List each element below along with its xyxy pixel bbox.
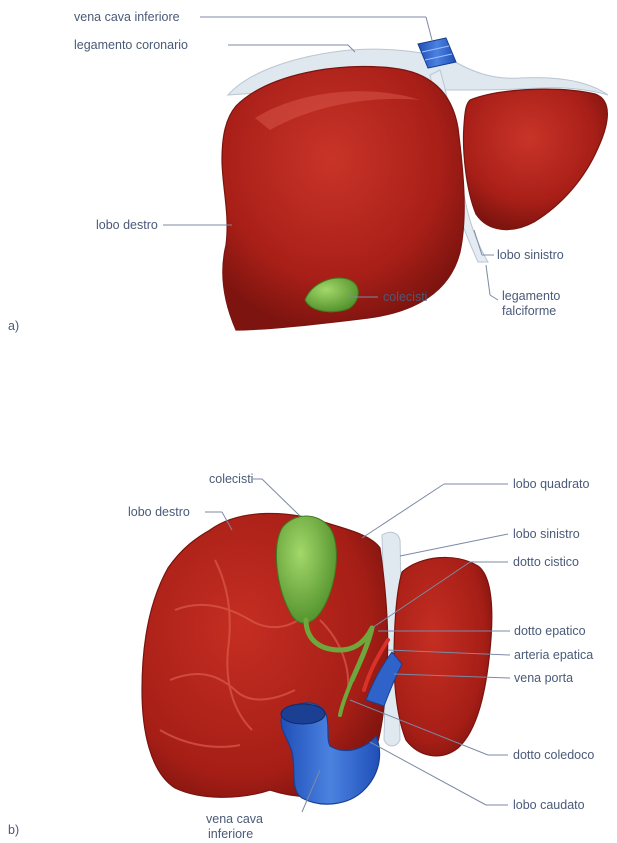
- label-vena-cava-1: vena cava: [206, 812, 263, 826]
- label-lobo-quadrato: lobo quadrato: [513, 477, 590, 491]
- label-dotto-epatico: dotto epatico: [514, 624, 586, 638]
- label-legamento-coronario: legamento coronario: [74, 38, 188, 52]
- label-arteria-epatica: arteria epatica: [514, 648, 593, 662]
- label-lobo-caudato: lobo caudato: [513, 798, 585, 812]
- label-lobo-sinistro-a: lobo sinistro: [497, 248, 564, 262]
- label-lobo-sinistro-b: lobo sinistro: [513, 527, 580, 541]
- label-vena-cava-2: inferiore: [208, 827, 253, 841]
- label-colecisti-b: colecisti: [209, 472, 253, 486]
- figure-a-drawing: [222, 38, 608, 330]
- figure-b-drawing: [142, 513, 492, 804]
- label-legamento-falciforme-1: legamento: [502, 289, 560, 303]
- label-legamento-falciforme-2: falciforme: [502, 304, 556, 318]
- label-vena-porta: vena porta: [514, 671, 573, 685]
- panel-label-b: b): [8, 823, 19, 837]
- left-lobe-b: [394, 557, 492, 755]
- label-dotto-coledoco: dotto coledoco: [513, 748, 594, 762]
- label-dotto-cistico: dotto cistico: [513, 555, 579, 569]
- label-vena-cava-inferiore-a: vena cava inferiore: [74, 10, 180, 24]
- vena-cava-b-opening: [281, 704, 325, 724]
- panel-label-a: a): [8, 319, 19, 333]
- label-lobo-destro-a: lobo destro: [96, 218, 158, 232]
- left-lobe-a: [464, 89, 608, 229]
- label-lobo-destro-b: lobo destro: [128, 505, 190, 519]
- label-colecisti-a: colecisti: [383, 290, 427, 304]
